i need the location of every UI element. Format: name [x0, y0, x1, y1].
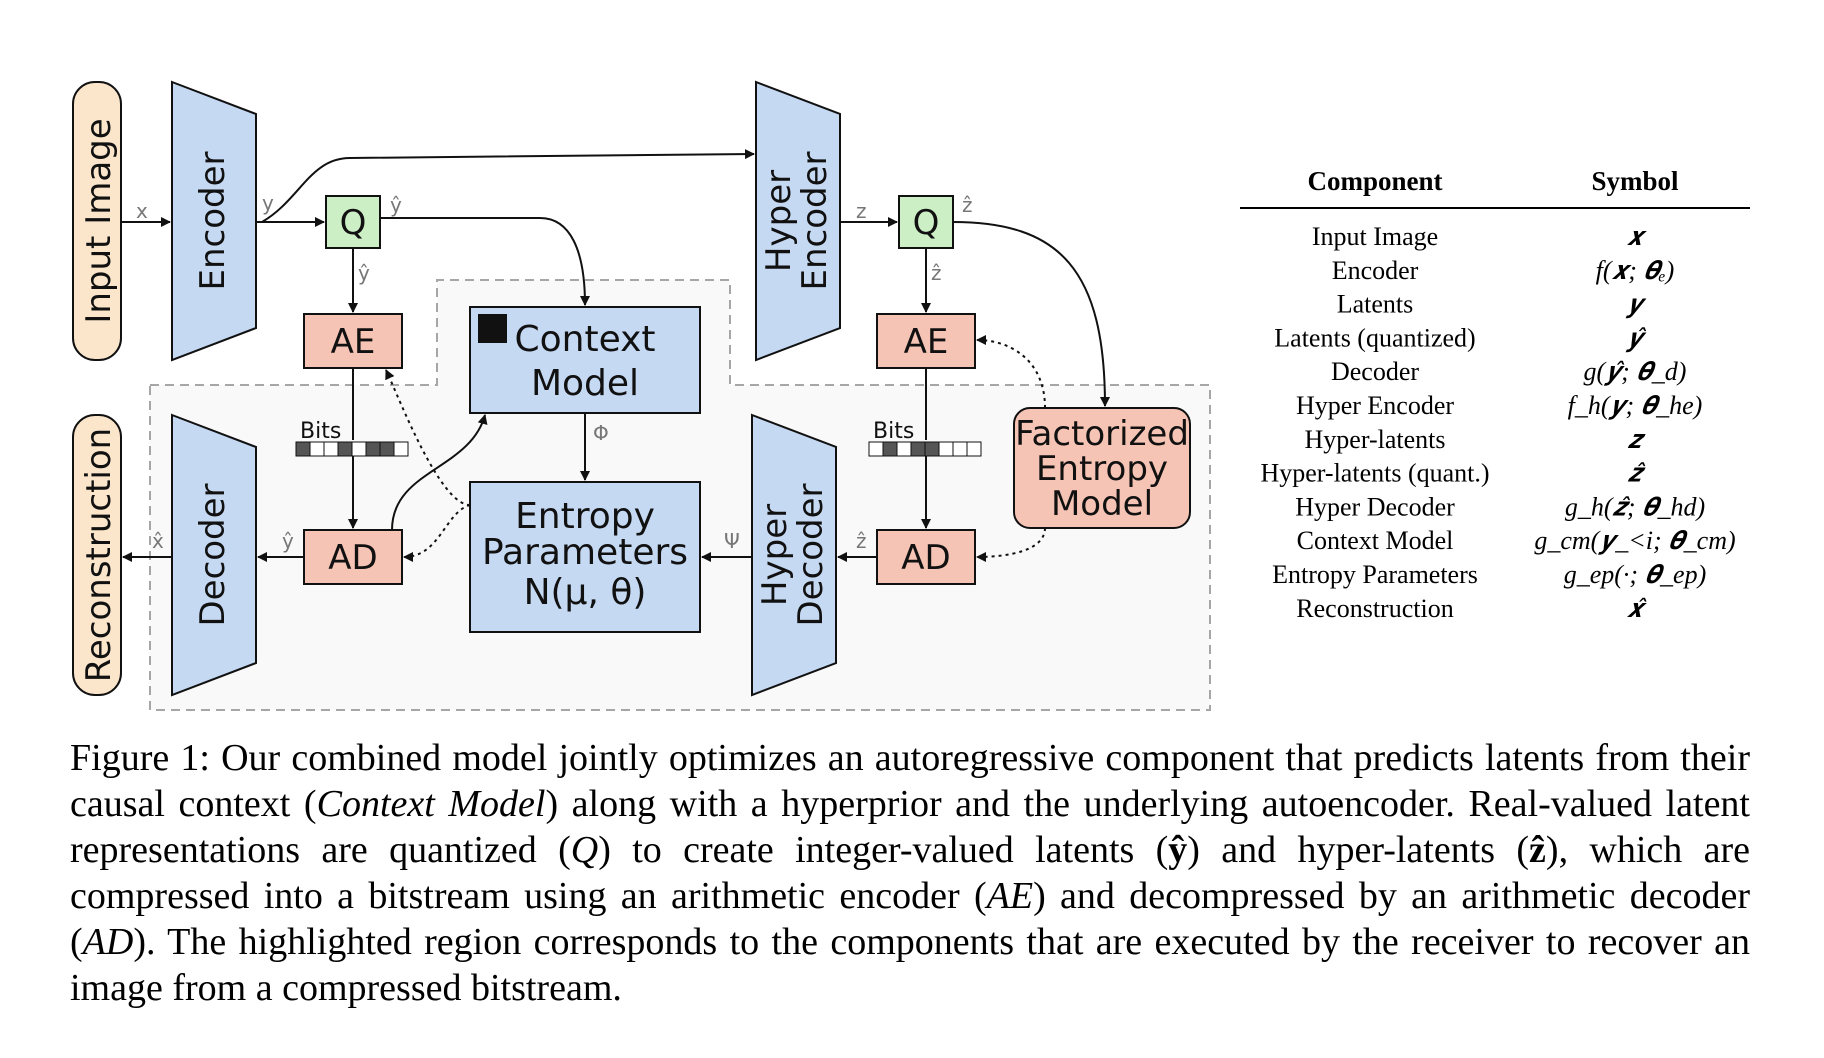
svg-text:Input Image: Input Image	[79, 118, 119, 323]
arithmetic-decoder-left: AD	[303, 529, 403, 585]
table-row: Input Image 𝒙	[1312, 222, 1648, 251]
svg-text:Encoder: Encoder	[193, 151, 233, 290]
table-cell-symbol: 𝒚	[1625, 290, 1647, 319]
input-image-label: Input Image	[72, 81, 122, 361]
svg-text:AD: AD	[328, 538, 377, 578]
edge-label-y: y	[262, 191, 274, 215]
edge-label-z-hat: ẑ	[962, 193, 973, 217]
arithmetic-encoder-right: AE	[876, 313, 976, 369]
factorized-entropy-model-block: Factorized Entropy Model	[1013, 407, 1191, 529]
table-cell-symbol: g_h(𝒛̂; 𝜽_hd)	[1565, 492, 1705, 521]
table-cell-component: Decoder	[1331, 357, 1419, 386]
edge-label-y-hat: ŷ	[390, 193, 402, 217]
quantizer-right: Q	[898, 195, 954, 249]
decoder-block: Decoder	[171, 413, 257, 697]
table-cell-component: Hyper-latents (quant.)	[1260, 459, 1489, 488]
table-cell-component: Hyper-latents	[1305, 425, 1446, 454]
table-row: Decoder g(𝒚̂; 𝜽_d)	[1331, 357, 1686, 386]
table-cell-symbol: f(𝒙; 𝜽ₑ)	[1596, 256, 1675, 285]
table-cell-symbol: f_h(𝒚; 𝜽_he)	[1568, 391, 1703, 420]
edge-label-psi: Ψ	[724, 529, 740, 553]
edge-label-x: x	[136, 199, 148, 223]
edge-label-z-hat-down: ẑ	[931, 261, 942, 285]
table-cell-symbol: g_ep(·; 𝜽_ep)	[1564, 560, 1707, 589]
arithmetic-encoder-left: AE	[303, 313, 403, 369]
hyper-decoder-block: Hyper Decoder	[751, 413, 837, 697]
svg-text:Entropy: Entropy	[515, 496, 655, 537]
svg-text:Entropy: Entropy	[1036, 449, 1168, 489]
svg-text:Reconstruction: Reconstruction	[79, 428, 119, 682]
svg-text:Model: Model	[1051, 484, 1153, 524]
svg-text:Decoder: Decoder	[791, 483, 831, 626]
table-cell-component: Context Model	[1297, 526, 1454, 555]
table-cell-component: Hyper Decoder	[1295, 492, 1455, 521]
svg-text:Decoder: Decoder	[193, 483, 233, 626]
svg-text:Q: Q	[913, 203, 940, 243]
table-cell-symbol: 𝒛̂	[1628, 459, 1646, 488]
table-row: Hyper Encoder f_h(𝒚; 𝜽_he)	[1296, 391, 1702, 420]
edge-label-phi: Φ	[593, 421, 609, 445]
svg-text:Model: Model	[531, 363, 639, 404]
table-cell-component: Hyper Encoder	[1296, 391, 1454, 420]
entropy-parameters-block: Entropy Parameters N(μ, θ)	[469, 481, 701, 633]
svg-text:N(μ, θ): N(μ, θ)	[524, 572, 647, 613]
svg-text:Bits: Bits	[300, 419, 341, 444]
table-cell-symbol: 𝒛	[1628, 425, 1646, 454]
svg-text:AE: AE	[331, 322, 376, 362]
table-row: Reconstruction 𝒙̂	[1296, 594, 1647, 623]
reconstruction-label: Reconstruction	[72, 414, 122, 696]
edge-label-x-hat: x̂	[152, 529, 164, 553]
svg-text:Factorized: Factorized	[1015, 414, 1189, 454]
table-cell-symbol: g(𝒚̂; 𝜽_d)	[1584, 357, 1687, 386]
svg-text:AD: AD	[901, 538, 950, 578]
svg-text:Hyper: Hyper	[759, 170, 799, 272]
bitstream-right: Bits	[868, 419, 982, 457]
table-row: Hyper-latents 𝒛	[1305, 425, 1646, 454]
table-row: Latents (quantized) 𝒚̂	[1274, 323, 1647, 352]
edge-label-z: z	[856, 199, 867, 223]
figure-caption: Figure 1: Our combined model jointly opt…	[70, 737, 1751, 1009]
table-header-component: Component	[1307, 166, 1442, 196]
edge-label-y-hat-ad: ŷ	[282, 529, 294, 553]
edge-label-z-hat-ad: ẑ	[856, 529, 867, 553]
table-cell-component: Reconstruction	[1296, 594, 1453, 623]
svg-text:Q: Q	[340, 203, 367, 243]
architecture-diagram: Input Image Reconstruction Encoder Decod…	[72, 80, 1750, 711]
hyper-encoder-block: Hyper Encoder	[755, 80, 841, 362]
svg-text:Bits: Bits	[873, 419, 914, 444]
data-flow-arrows	[121, 149, 1110, 562]
table-cell-component: Encoder	[1332, 256, 1419, 285]
bitstream-left: Bits	[295, 419, 409, 457]
svg-text:Context: Context	[514, 319, 655, 360]
table-row: Latents 𝒚	[1337, 290, 1647, 319]
table-cell-symbol: 𝒙̂	[1627, 594, 1648, 623]
context-model-block: Context Model	[469, 306, 701, 414]
table-row: Context Model g_cm(𝒚_<i; 𝜽_cm)	[1297, 526, 1736, 555]
svg-text:Parameters: Parameters	[482, 532, 688, 573]
svg-text:Hyper: Hyper	[755, 504, 795, 606]
arithmetic-decoder-right: AD	[876, 529, 976, 585]
table-row: Hyper Decoder g_h(𝒛̂; 𝜽_hd)	[1295, 492, 1705, 521]
table-row: Encoder f(𝒙; 𝜽ₑ)	[1332, 256, 1675, 285]
encoder-block: Encoder	[171, 80, 257, 362]
table-cell-symbol: 𝒚̂	[1625, 323, 1647, 352]
table-cell-component: Latents	[1337, 290, 1414, 319]
svg-text:Encoder: Encoder	[795, 151, 835, 290]
table-row: Entropy Parameters g_ep(·; 𝜽_ep)	[1272, 560, 1706, 589]
svg-text:AE: AE	[904, 322, 949, 362]
table-cell-symbol: g_cm(𝒚_<i; 𝜽_cm)	[1534, 526, 1735, 555]
table-cell-component: Input Image	[1312, 222, 1438, 251]
entropy-model-dotted-arrows	[385, 335, 1046, 562]
table-row: Hyper-latents (quant.) 𝒛̂	[1260, 459, 1646, 488]
quantizer-left: Q	[325, 195, 381, 249]
table-cell-symbol: 𝒙	[1627, 222, 1648, 251]
table-header-symbol: Symbol	[1591, 166, 1679, 196]
table-cell-component: Entropy Parameters	[1272, 560, 1478, 589]
table-cell-component: Latents (quantized)	[1274, 323, 1475, 352]
edge-label-y-hat-down: ŷ	[358, 261, 370, 285]
masked-conv-icon	[478, 314, 507, 343]
